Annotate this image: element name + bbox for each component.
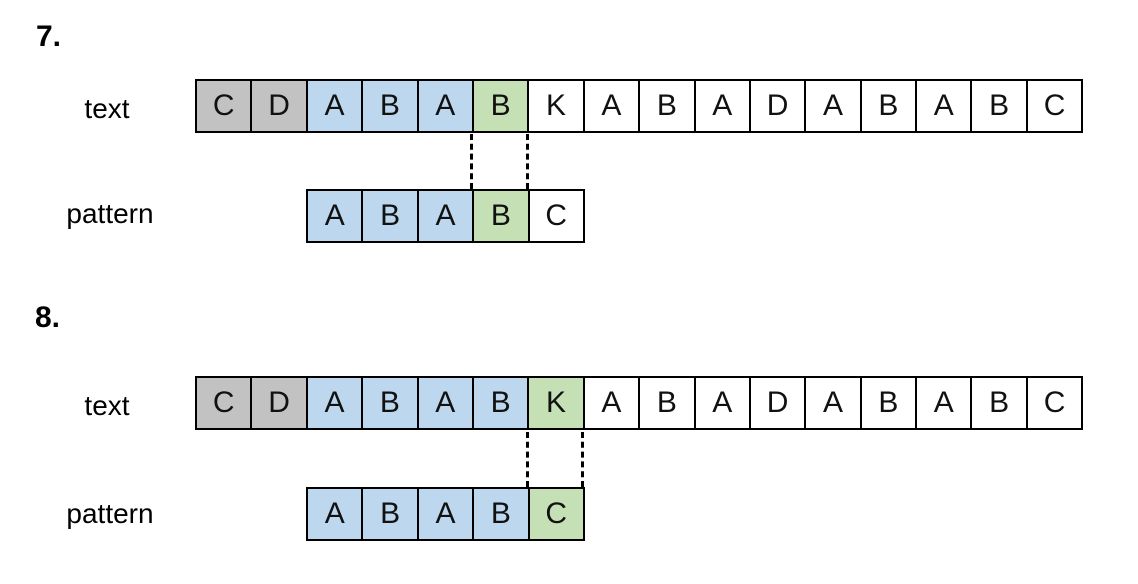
text-cell: A <box>583 377 640 429</box>
pattern-cell: C <box>528 190 584 242</box>
pattern-cell: B <box>473 488 529 540</box>
text-cell: A <box>805 80 861 132</box>
step-7-align-line-left <box>470 134 473 189</box>
text-cell: A <box>916 80 972 132</box>
text-cell: A <box>417 80 473 132</box>
text-cell: B <box>639 80 695 132</box>
text-cell: K <box>528 377 584 429</box>
text-cell: D <box>749 80 806 132</box>
text-cell: A <box>417 377 473 429</box>
pattern-cell: B <box>362 190 418 242</box>
text-cell: B <box>472 377 529 429</box>
text-cell: B <box>639 377 695 429</box>
text-cell: A <box>694 80 750 132</box>
step-8-number: 8. <box>35 301 61 334</box>
text-cell: D <box>251 80 307 132</box>
text-cell: K <box>528 80 584 132</box>
text-cell: A <box>694 377 750 429</box>
text-cell: C <box>196 377 252 429</box>
step-7-pattern-label: pattern <box>66 198 154 229</box>
step-8-align-line-left <box>526 432 529 487</box>
pattern-cell: B <box>473 190 529 242</box>
text-cell: B <box>362 377 418 429</box>
step-7-number: 7. <box>36 20 62 53</box>
text-cell: B <box>860 80 917 132</box>
text-cell: C <box>1026 377 1083 429</box>
text-cell: C <box>1026 80 1083 132</box>
text-cell: B <box>860 377 917 429</box>
step-8-align-line-right <box>581 432 584 487</box>
pattern-cell: A <box>307 488 363 540</box>
step-8-text-label: text <box>84 390 130 421</box>
text-cell: B <box>362 80 418 132</box>
pattern-cell: A <box>417 488 474 540</box>
step-8-pattern-label: pattern <box>66 498 154 529</box>
pattern-cell: A <box>307 190 363 242</box>
text-cell: A <box>916 377 972 429</box>
step-7-align-line-right <box>526 134 529 189</box>
text-cell: B <box>472 80 529 132</box>
pattern-cell: C <box>528 488 584 540</box>
text-cell: B <box>971 377 1027 429</box>
text-cell: D <box>749 377 806 429</box>
text-cell: A <box>306 377 363 429</box>
text-cell: D <box>251 377 307 429</box>
text-cell: A <box>805 377 861 429</box>
text-cell: C <box>196 80 252 132</box>
step-7-text-label: text <box>84 93 130 124</box>
text-cell: A <box>306 80 363 132</box>
text-cell: B <box>971 80 1027 132</box>
text-cell: A <box>583 80 640 132</box>
pattern-cell: B <box>362 488 418 540</box>
pattern-cell: A <box>417 190 474 242</box>
